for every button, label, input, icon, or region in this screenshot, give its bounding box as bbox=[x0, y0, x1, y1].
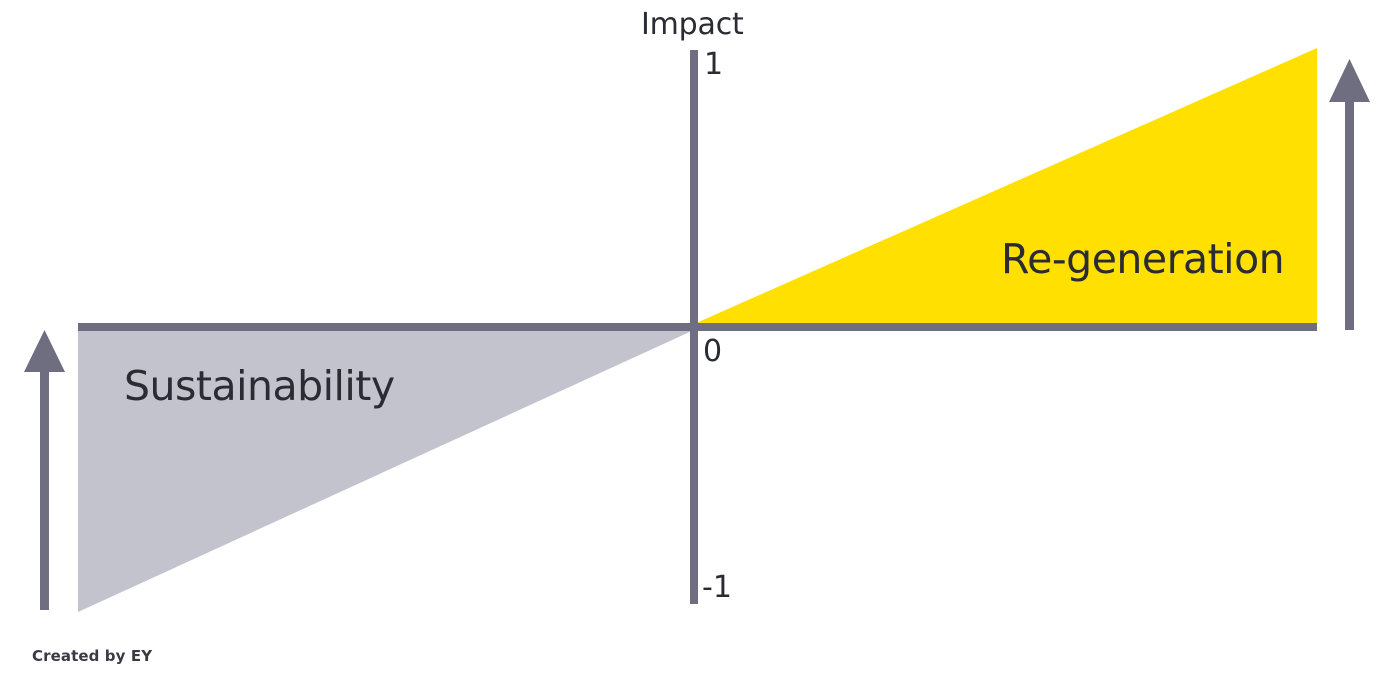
footer-credit: Created by EY bbox=[32, 647, 153, 665]
region-label-regeneration: Re-generation bbox=[1001, 235, 1285, 283]
axis-title-impact: Impact bbox=[641, 7, 744, 42]
tick-label-negative-one: -1 bbox=[702, 570, 732, 605]
regeneration-wedge-shape bbox=[694, 48, 1317, 324]
left-up-arrow-icon bbox=[24, 330, 65, 610]
tick-label-positive-one: 1 bbox=[704, 47, 724, 82]
vertical-impact-axis bbox=[690, 50, 698, 604]
right-up-arrow-icon bbox=[1329, 59, 1370, 330]
tick-label-zero: 0 bbox=[703, 334, 723, 369]
region-label-sustainability: Sustainability bbox=[124, 362, 395, 410]
sustainability-wedge-shape bbox=[78, 330, 694, 612]
